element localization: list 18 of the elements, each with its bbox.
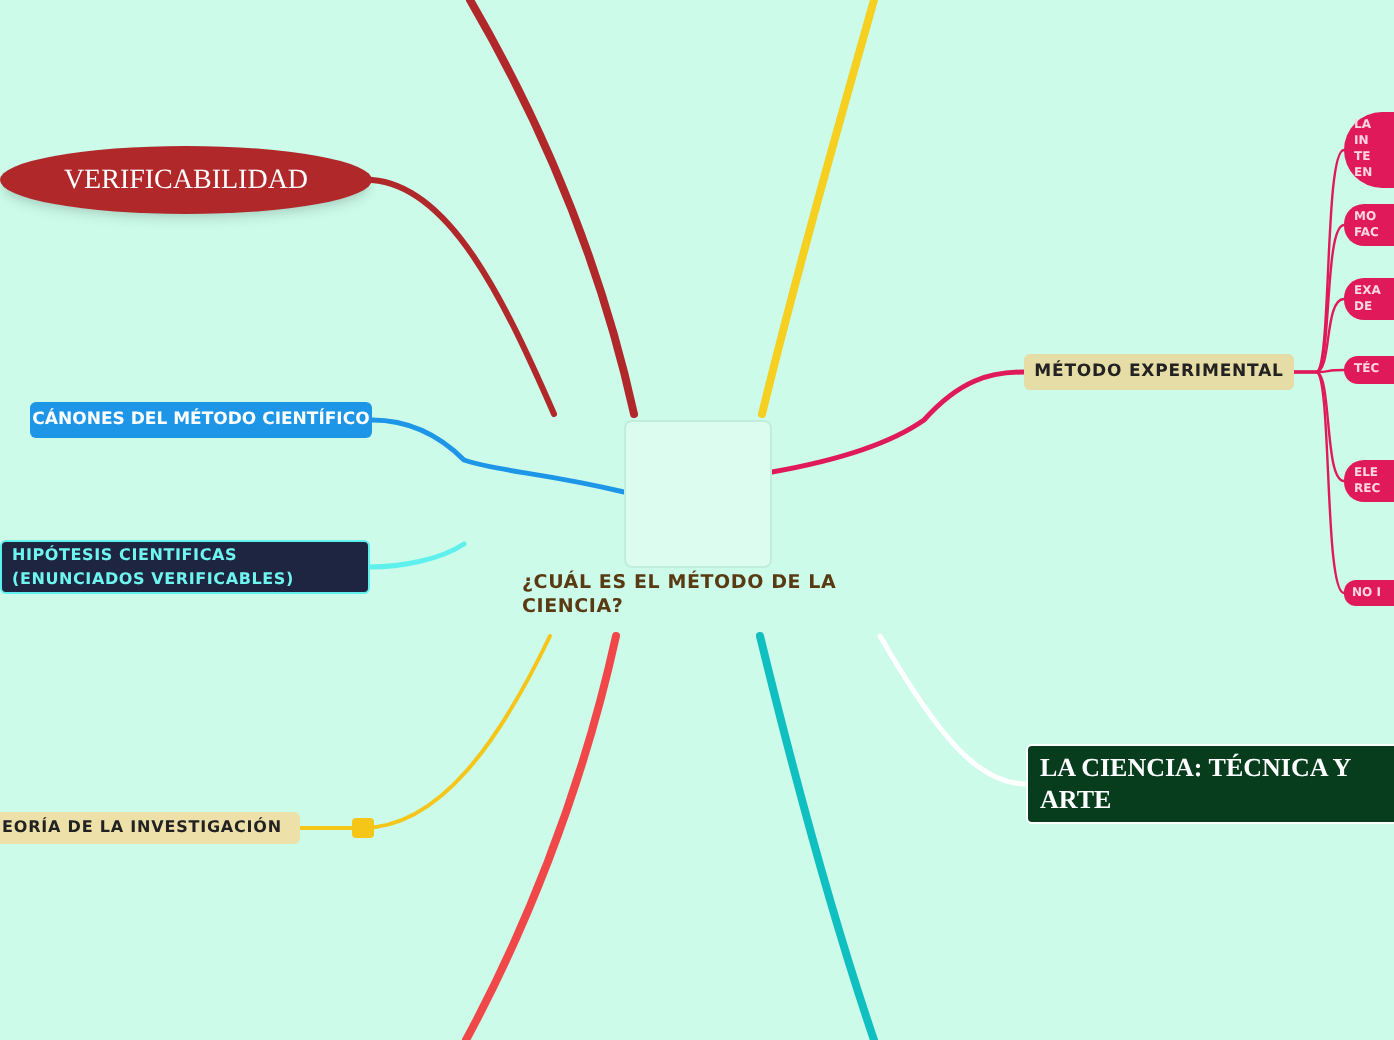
branch-line	[877, 633, 1029, 787]
branch-line	[769, 369, 1027, 475]
topic-box: MÉTODO EXPERIMENTAL	[1024, 354, 1294, 390]
topic-box: EORÍA DE LA INVESTIGACIÓN	[0, 812, 300, 844]
topic-box: CÁNONES DEL MÉTODO CIENTÍFICO	[30, 402, 372, 438]
branch-line	[466, 0, 638, 418]
branch-line	[298, 634, 552, 830]
topic-box: HIPÓTESIS CIENTIFICAS (ENUNCIADOS VERIFICABLES)	[0, 540, 370, 594]
branch-line	[369, 417, 627, 495]
branch-line	[369, 177, 557, 417]
topic-box: LA CIENCIA: TÉCNICA Y ARTE	[1026, 744, 1394, 824]
branch-line	[367, 541, 467, 570]
topic-ellipse: VERIFICABILIDAD	[0, 146, 372, 214]
central-topic-text: ¿CUÁL ES EL MÉTODO DE LA CIENCIA?	[522, 572, 839, 620]
branch-line	[1292, 370, 1346, 595]
branch-line	[756, 632, 878, 1040]
branch-line	[462, 632, 620, 1040]
branch-line	[758, 0, 878, 418]
